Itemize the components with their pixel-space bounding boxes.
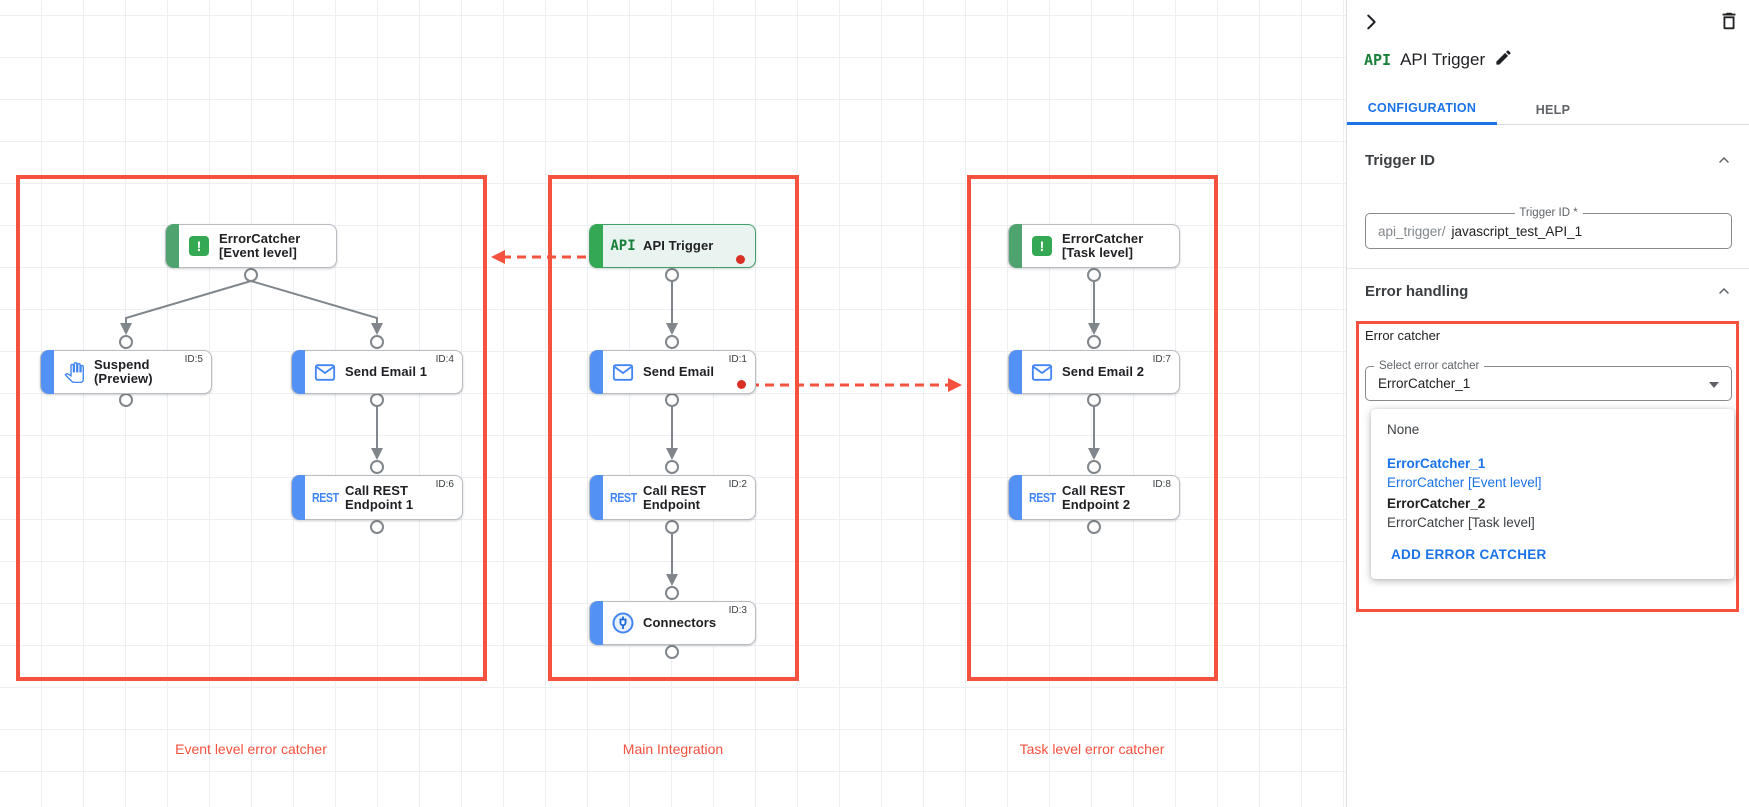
node-label: ErrorCatcher [Task level]: [1062, 231, 1144, 260]
collapse-trigger-id-icon[interactable]: [1716, 152, 1732, 173]
node-accent-bar: [292, 350, 305, 394]
tab-configuration[interactable]: CONFIGURATION: [1347, 94, 1497, 125]
option-errorcatcher-1-desc[interactable]: ErrorCatcher [Event level]: [1387, 475, 1542, 490]
node-accent-bar: [41, 350, 54, 394]
option-none[interactable]: None: [1387, 422, 1420, 437]
error-handling-section-title: Error handling: [1365, 283, 1469, 300]
trigger-id-field[interactable]: Trigger ID * api_trigger/ javascript_tes…: [1365, 207, 1732, 249]
email-icon: [1022, 363, 1062, 382]
node-accent-bar: [1009, 475, 1022, 520]
option-errorcatcher-2-name[interactable]: ErrorCatcher_2: [1387, 496, 1486, 511]
email-icon: [305, 363, 345, 382]
error-link-dot-api-trigger: [736, 255, 745, 264]
delete-trigger-button[interactable]: [1717, 10, 1741, 34]
trigger-id-value[interactable]: javascript_test_API_1: [1451, 223, 1583, 239]
node-label: Connectors: [643, 615, 717, 630]
node-label: Send Email 2: [1062, 364, 1145, 379]
option-errorcatcher-1-name[interactable]: ErrorCatcher_1: [1387, 456, 1486, 471]
event-level-group-label: Event level error catcher: [175, 741, 327, 757]
node-call-rest-endpoint-1[interactable]: REST Call REST Endpoint 1 ID:6: [291, 475, 463, 520]
main-integration-group-label: Main Integration: [622, 741, 724, 757]
select-error-catcher-value: ErrorCatcher_1: [1378, 376, 1471, 391]
trigger-id-prefix: api_trigger/: [1378, 223, 1446, 239]
node-call-rest-endpoint-2[interactable]: REST Call REST Endpoint 2 ID:8: [1008, 475, 1180, 520]
task-id-badge: ID:4: [435, 354, 454, 365]
task-id-badge: ID:6: [435, 479, 454, 490]
config-panel: API API Trigger CONFIGURATION HELP Trigg…: [1346, 0, 1749, 807]
error-catcher-icon: !: [1022, 236, 1062, 256]
node-label: API Trigger: [643, 238, 714, 253]
node-label: ErrorCatcher [Event level]: [219, 231, 301, 260]
collapse-error-handling-icon[interactable]: [1716, 283, 1732, 304]
task-level-group-label: Task level error catcher: [1019, 741, 1165, 757]
node-label: Suspend (Preview): [94, 357, 153, 386]
edit-title-icon[interactable]: [1494, 48, 1513, 72]
node-suspend-preview[interactable]: Suspend (Preview) ID:5: [40, 350, 212, 394]
tab-help[interactable]: HELP: [1535, 102, 1571, 117]
node-connectors[interactable]: Connectors ID:3: [589, 601, 756, 645]
task-id-badge: ID:3: [728, 605, 747, 616]
node-send-email[interactable]: Send Email ID:1: [589, 350, 756, 394]
node-accent-bar: [166, 224, 179, 268]
node-label: Call REST Endpoint 2: [1062, 482, 1131, 512]
task-level-error-catcher-box: [967, 175, 1218, 681]
trigger-id-section-title: Trigger ID: [1365, 152, 1436, 169]
task-id-badge: ID:8: [1152, 479, 1171, 490]
node-send-email-1[interactable]: Send Email 1 ID:4: [291, 350, 463, 394]
node-call-rest-endpoint[interactable]: REST Call REST Endpoint ID:2: [589, 475, 756, 520]
task-id-badge: ID:2: [728, 479, 747, 490]
option-errorcatcher-2-desc[interactable]: ErrorCatcher [Task level]: [1387, 515, 1535, 530]
rest-icon: REST: [311, 490, 339, 505]
node-accent-bar: [1009, 224, 1022, 268]
node-api-trigger[interactable]: API API Trigger: [589, 224, 756, 268]
panel-tabs: CONFIGURATION HELP: [1347, 94, 1749, 125]
main-integration-box: [548, 175, 799, 681]
connectors-icon: [603, 611, 643, 635]
email-icon: [603, 363, 643, 382]
task-id-badge: ID:5: [184, 354, 203, 365]
node-accent-bar: [590, 601, 603, 645]
node-accent-bar: [590, 475, 603, 520]
node-accent-bar: [590, 224, 603, 268]
error-catcher-icon: !: [179, 236, 219, 256]
api-trigger-logo-icon: API: [1364, 51, 1392, 69]
rest-icon: REST: [1028, 490, 1056, 505]
node-errorcatcher-task-level[interactable]: ! ErrorCatcher [Task level]: [1008, 224, 1180, 268]
node-label: Send Email: [643, 364, 715, 379]
node-accent-bar: [590, 350, 603, 394]
node-accent-bar: [292, 475, 305, 520]
rest-icon: REST: [609, 490, 637, 505]
node-label: Send Email 1: [345, 364, 428, 379]
section-divider: [1347, 268, 1749, 269]
add-error-catcher-button[interactable]: ADD ERROR CATCHER: [1391, 547, 1547, 562]
integration-canvas[interactable]: Event level error catcher Main Integrati…: [0, 0, 1346, 807]
error-catcher-highlight-box: [1356, 321, 1739, 612]
task-id-badge: ID:1: [728, 354, 747, 365]
event-level-error-catcher-box: [16, 175, 487, 681]
error-catcher-label: Error catcher: [1365, 328, 1441, 343]
task-id-badge: ID:7: [1152, 354, 1171, 365]
node-errorcatcher-event-level[interactable]: ! ErrorCatcher [Event level]: [165, 224, 337, 268]
panel-title: API Trigger: [1400, 50, 1486, 69]
error-catcher-dropdown-menu: None ErrorCatcher_1 ErrorCatcher [Event …: [1371, 409, 1734, 579]
select-error-catcher-label: Select error catcher: [1374, 360, 1485, 372]
error-link-dot-send-email: [737, 380, 746, 389]
select-error-catcher-field[interactable]: Select error catcher ErrorCatcher_1: [1365, 360, 1732, 401]
node-send-email-2[interactable]: Send Email 2 ID:7: [1008, 350, 1180, 394]
node-label: Call REST Endpoint: [643, 482, 707, 512]
trigger-id-field-label: Trigger ID *: [1514, 207, 1583, 219]
node-accent-bar: [1009, 350, 1022, 394]
suspend-hand-icon: [54, 361, 94, 383]
collapse-panel-button[interactable]: [1359, 11, 1383, 35]
api-trigger-icon: API: [610, 238, 636, 254]
node-label: Call REST Endpoint 1: [345, 482, 414, 512]
dropdown-caret-icon[interactable]: [1709, 382, 1719, 388]
